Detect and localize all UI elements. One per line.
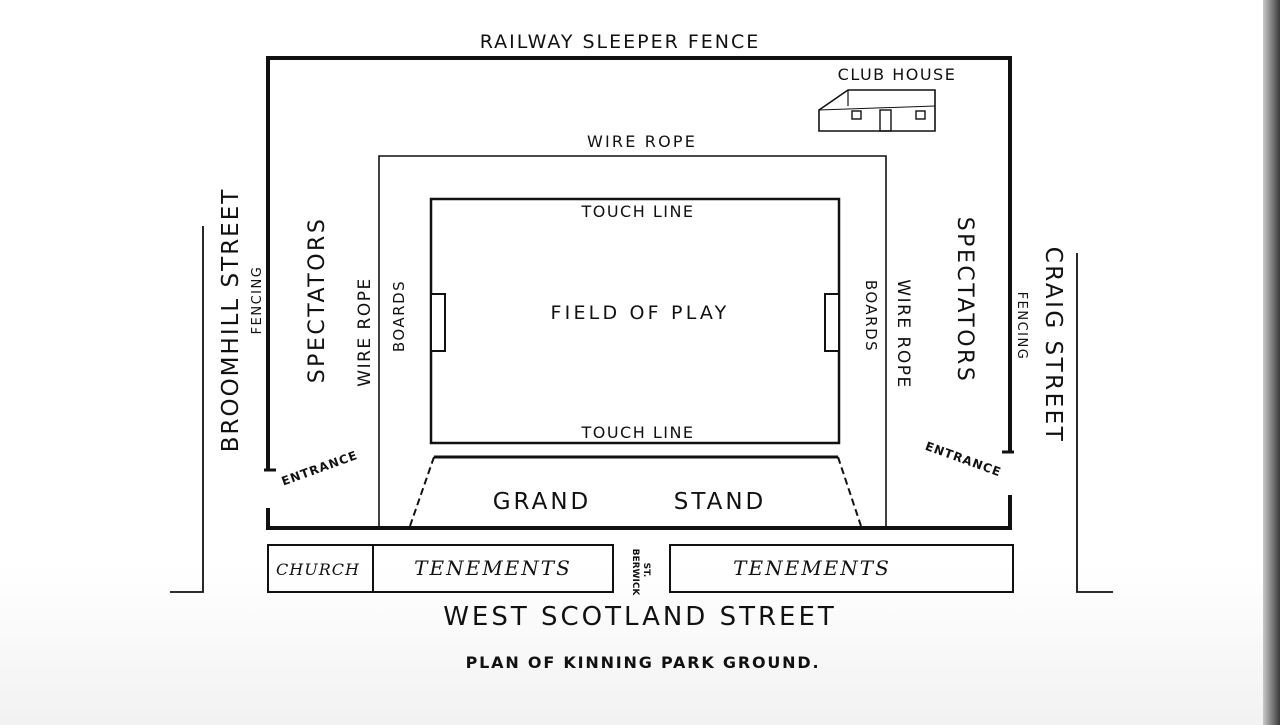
touch-line-top-label: TOUCH LINE xyxy=(580,202,694,221)
grand-stand-left-side xyxy=(409,456,435,527)
window-edge-shadow xyxy=(1263,0,1280,725)
spectators-left-label: SPECTATORS xyxy=(305,217,330,384)
fence-bottom xyxy=(266,495,1012,530)
railway-sleeper-fence xyxy=(266,56,1012,470)
west-scotland-street-label: WEST SCOTLAND STREET xyxy=(443,602,837,632)
railway-fence-label: RAILWAY SLEEPER FENCE xyxy=(480,31,761,53)
caption: PLAN OF KINNING PARK GROUND. xyxy=(466,653,821,672)
berwick-street-label-2: ST. xyxy=(641,563,651,578)
church-label: CHURCH xyxy=(276,560,360,579)
wire-rope-top-label: WIRE ROPE xyxy=(587,132,697,151)
boards-right-label: BOARDS xyxy=(862,280,880,352)
boards-left-label: BOARDS xyxy=(390,280,408,352)
club-house-label: CLUB HOUSE xyxy=(838,65,957,84)
craig-street-line xyxy=(1076,253,1113,593)
field-of-play-label: FIELD OF PLAY xyxy=(551,302,730,324)
tenements-right-label: TENEMENTS xyxy=(733,556,891,580)
wire-rope-left-label: WIRE ROPE xyxy=(355,277,375,386)
left-goal xyxy=(430,293,446,352)
spectators-right-label: SPECTATORS xyxy=(952,217,977,384)
right-goal xyxy=(824,293,840,352)
berwick-street-label-1: BERWICK xyxy=(630,549,640,597)
wire-rope-right-label: WIRE ROPE xyxy=(893,279,913,388)
club-house-icon xyxy=(818,89,936,132)
touch-line-bottom-label: TOUCH LINE xyxy=(580,423,694,442)
tenements-right-building xyxy=(669,544,1014,593)
fencing-right-label: FENCING xyxy=(1014,292,1029,361)
craig-street-label: CRAIG STREET xyxy=(1040,247,1066,444)
broomhill-street-label: BROOMHILL STREET xyxy=(218,188,244,453)
grand-stand-right-side xyxy=(837,456,862,527)
grand-stand-label-2: STAND xyxy=(674,489,767,515)
entrance-right-label: ENTRANCE xyxy=(923,439,1003,480)
grand-stand-label-1: GRAND xyxy=(493,489,592,515)
tenements-left-label: TENEMENTS xyxy=(414,556,572,580)
tenements-left-building xyxy=(372,544,614,593)
wire-rope-enclosure xyxy=(378,155,887,526)
entrance-left-label: ENTRANCE xyxy=(280,448,360,489)
fencing-left-label: FENCING xyxy=(250,266,265,335)
broomhill-street-line xyxy=(170,226,204,593)
